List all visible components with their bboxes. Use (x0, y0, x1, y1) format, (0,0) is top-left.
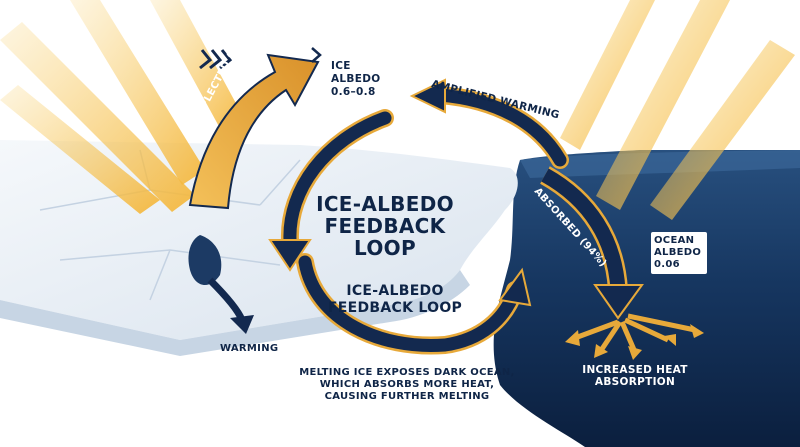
sun-rays-left (0, 0, 245, 214)
heat-absorption-label: INCREASED HEAT ABSORPTION (582, 364, 688, 388)
ice-albedo-label: ICE ALBEDO 0.6–0.8 (331, 60, 381, 98)
ocean-surface (520, 150, 800, 178)
ice-crack (188, 235, 222, 286)
feedback-arrowheads (268, 78, 532, 307)
chevron-right-icon (311, 47, 322, 63)
sun-rays-right (560, 0, 795, 220)
chevrons-icon (199, 49, 233, 70)
center-title: ICE-ALBEDO FEEDBACK LOOP (316, 192, 454, 260)
ice-sheet-edge (0, 270, 470, 356)
ocean-area (493, 150, 800, 447)
warming-label: WARMING (220, 343, 279, 354)
reflected-arrow (188, 53, 320, 210)
ocean-albedo-label: OCEAN ALBEDO 0.06 (651, 232, 707, 274)
feedback-loop-arrows (280, 86, 569, 355)
center-subtitle: ICE-ALBEDO FEEDBACK LOOP (327, 283, 463, 316)
melting-caption: MELTING ICE EXPOSES DARK OCEAN, WHICH AB… (299, 367, 515, 402)
heat-absorption-arrows (574, 313, 696, 354)
